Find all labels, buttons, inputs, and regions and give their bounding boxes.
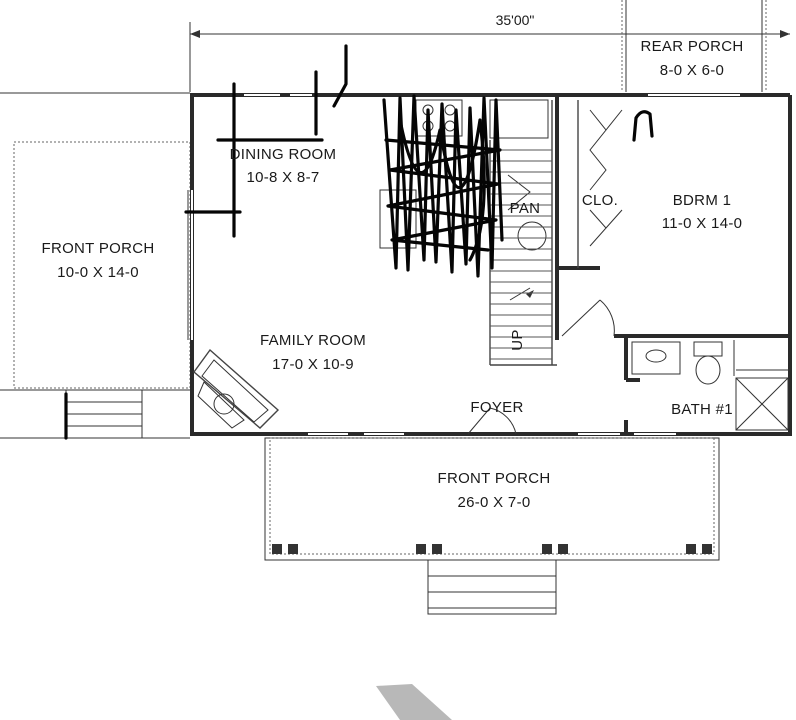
rear-porch-size: 8-0 X 6-0: [660, 62, 724, 79]
foyer-door: [467, 407, 517, 435]
closet-bifold-doors: [589, 109, 623, 247]
stairs-up-label: UP: [509, 329, 526, 350]
bedroom-1-size: 11-0 X 14-0: [662, 215, 743, 232]
bath-fixtures: [631, 340, 790, 431]
bedroom-1-name: BDRM 1: [673, 192, 731, 209]
bedroom-door: [561, 299, 615, 337]
rear-porch: [621, 0, 767, 92]
fireplace: [193, 348, 280, 429]
pantry-label: PAN: [510, 200, 541, 217]
main-front-porch: [264, 437, 720, 615]
exterior-walls: [187, 93, 792, 436]
rear-porch-name: REAR PORCH: [640, 38, 743, 55]
gray-wedge-shape: [376, 684, 452, 720]
dining-room-size: 10-8 X 8-7: [246, 169, 319, 186]
dining-room-name: DINING ROOM: [230, 146, 337, 163]
bath-1-label: BATH #1: [671, 401, 733, 418]
interior-walls: [555, 95, 790, 434]
main-front-porch-name: FRONT PORCH: [437, 470, 550, 487]
hand-scribble-marks: [64, 44, 654, 440]
family-room-name: FAMILY ROOM: [260, 332, 366, 349]
side-front-porch-name: FRONT PORCH: [41, 240, 154, 257]
room-labels: REAR PORCH 8-0 X 6-0 DINING ROOM 10-8 X …: [41, 38, 743, 511]
main-front-porch-size: 26-0 X 7-0: [457, 494, 530, 511]
closet-label: CLO.: [582, 192, 618, 209]
side-front-porch: [0, 92, 191, 439]
foyer-label: FOYER: [470, 399, 523, 416]
family-room-size: 17-0 X 10-9: [272, 356, 354, 373]
overall-width-label: 35'00": [496, 12, 535, 28]
side-front-porch-size: 10-0 X 14-0: [57, 264, 139, 281]
overall-dimension: 35'00": [189, 12, 790, 92]
